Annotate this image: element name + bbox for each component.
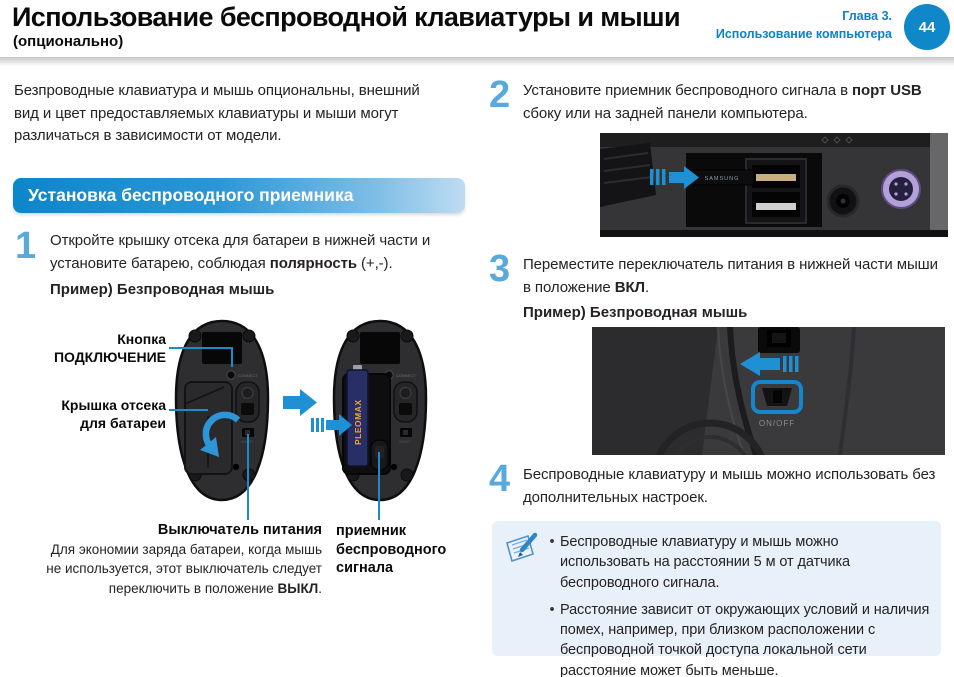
step3-text: Переместите переключатель питания в нижн… [523, 256, 938, 296]
chapter-title: Использование компьютера [715, 26, 892, 41]
mouse-bottom-closed-illustration [174, 319, 270, 502]
battery [346, 369, 369, 467]
step-number: 1 [15, 225, 37, 267]
step-number: 3 [489, 248, 511, 290]
section-header: Установка беспроводного приемника [13, 178, 465, 213]
note-bullet: • Беспроводные клавиатуру и мышь можно и… [544, 532, 932, 593]
note-bullet: • Расстояние зависит от окружающих услов… [544, 600, 932, 677]
step3-tail: . [644, 278, 650, 296]
chapter-info: Глава 3. Использование компьютера [716, 8, 892, 43]
insert-battery-arrow-icon [311, 414, 352, 436]
power-switch-title: Выключатель питания [157, 522, 322, 538]
onoff-switch-photo: ON/OFF [592, 327, 945, 455]
step1-text: Откройте крышку отсека для батареи в ниж… [50, 232, 431, 272]
wireless-mouse-figure: CONNECT ON/OFF PLEOMAX [169, 319, 428, 520]
switch-note-tail: . [318, 580, 322, 596]
connect-button-callout: Кнопка ПОДКЛЮЧЕНИЕ [14, 331, 166, 367]
bullet-dot: • [549, 601, 555, 618]
step2-tail: сбоку или на задней панели компьютера. [523, 104, 808, 122]
switch-highlight-outline [751, 380, 803, 414]
connect-callout-line2: ПОДКЛЮЧЕНИЕ [53, 348, 166, 365]
connect-callout-line1: Кнопка [117, 331, 166, 347]
header-divider [0, 57, 954, 66]
step3-bold: ВКЛ [614, 278, 645, 296]
battery-brand-label: PLEOMAX [353, 399, 363, 445]
slide-switch-arrow-icon [740, 352, 799, 376]
note-bullet-text: Расстояние зависит от окружающих условий… [560, 601, 930, 677]
onoff-label: ON/OFF [759, 419, 795, 428]
step-number: 2 [489, 74, 511, 116]
cover-callout-line1: Крышка отсека [61, 397, 166, 413]
battery-cover-callout: Крышка отсека для батареи [14, 397, 166, 433]
usb-port-photo: SAMSUNG [600, 133, 948, 237]
note-box: • Беспроводные клавиатуру и мышь можно и… [492, 521, 941, 677]
step-text: Откройте крышку отсека для батареи в ниж… [50, 230, 464, 275]
note-bullet-text: Беспроводные клавиатуру и мышь можно исп… [560, 534, 851, 591]
step1-bold: полярность [269, 254, 357, 272]
step-text: Установите приемник беспроводного сигнал… [523, 80, 943, 125]
receiver-callout: приемник беспроводного сигнала [336, 523, 447, 577]
chapter-number: Глава 3. [842, 9, 892, 23]
step1-tail: (+,-). [356, 254, 393, 272]
note-bullet-list: • Беспроводные клавиатуру и мышь можно и… [544, 532, 932, 677]
arrow-right-icon [283, 389, 317, 416]
mouse-bottom-open-illustration: PLEOMAX [332, 319, 428, 502]
page-number-badge: 44 [904, 4, 950, 50]
step2-text: Установите приемник беспроводного сигнал… [523, 82, 853, 99]
power-switch-note: Для экономии заряда батареи, когда мышь … [40, 540, 322, 599]
step-text: Беспроводные клавиатуру и мышь можно исп… [523, 466, 936, 506]
page-subtitle: (опционально) [13, 33, 124, 50]
rotate-open-arrow-icon [202, 411, 241, 451]
example-label: Пример) Безпроводная мышь [50, 281, 275, 298]
insert-dongle-arrow-icon [650, 166, 699, 189]
power-switch-callout: Выключатель питания Для экономии заряда … [40, 521, 322, 598]
bullet-dot: • [549, 534, 555, 550]
page-number: 44 [918, 18, 936, 36]
example-label: Пример) Безпроводная мышь [523, 304, 748, 321]
intro-paragraph: Безпроводные клавиатура и мышь опциональ… [14, 82, 420, 144]
cover-callout-line2: для батареи [80, 414, 166, 431]
switch-note-text: Для экономии заряда батареи, когда мышь … [46, 541, 322, 596]
step-number: 4 [489, 458, 511, 500]
step2-bold: порт USB [852, 82, 922, 99]
dongle-brand-label: SAMSUNG [705, 176, 740, 182]
callout-lines [169, 347, 380, 520]
note-pencil-icon [506, 532, 538, 563]
step-text: Переместите переключатель питания в нижн… [523, 254, 943, 299]
page-title: Использование беспроводной клавиатуры и … [12, 2, 681, 32]
switch-note-bold: ВЫКЛ [277, 580, 319, 596]
